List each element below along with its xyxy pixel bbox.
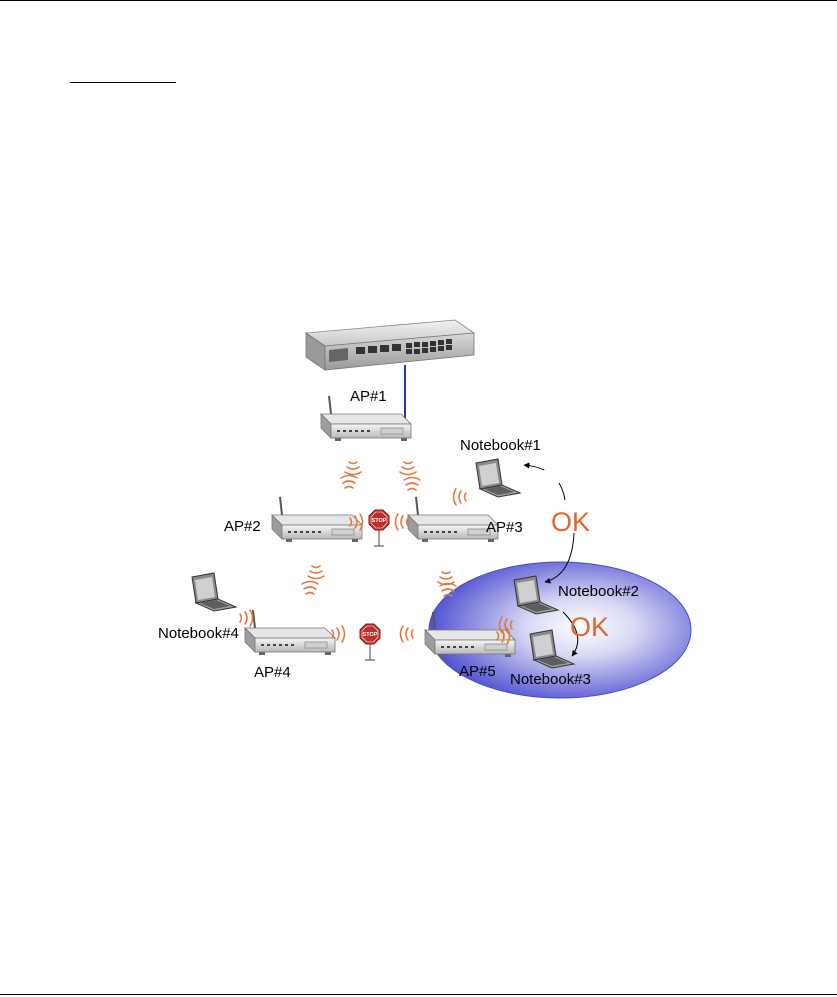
label-notebook3: Notebook#3 bbox=[510, 671, 591, 688]
router-icon bbox=[245, 610, 335, 655]
stop-sign-icon: STOP bbox=[369, 510, 389, 546]
stop-sign-icon: STOP bbox=[360, 624, 380, 660]
laptop-icon bbox=[192, 573, 236, 611]
ok-label-upper: OK bbox=[551, 507, 590, 537]
ok-label-lower: OK bbox=[570, 612, 609, 642]
label-notebook2: Notebook#2 bbox=[558, 583, 639, 600]
label-notebook1: Notebook#1 bbox=[460, 437, 541, 454]
bottom-rule bbox=[0, 994, 837, 995]
network-switch-icon bbox=[306, 320, 474, 370]
link-arrow bbox=[524, 465, 565, 500]
label-ap1: AP#1 bbox=[350, 388, 387, 405]
label-ap2: AP#2 bbox=[224, 518, 261, 535]
svg-text:STOP: STOP bbox=[372, 518, 387, 524]
label-notebook4: Notebook#4 bbox=[158, 625, 239, 642]
svg-text:STOP: STOP bbox=[363, 632, 378, 638]
label-ap3: AP#3 bbox=[486, 519, 523, 536]
label-ap5: AP#5 bbox=[459, 663, 496, 680]
router-icon bbox=[272, 497, 362, 542]
router-icon bbox=[408, 497, 498, 542]
label-ap4: AP#4 bbox=[254, 664, 291, 681]
laptop-icon bbox=[476, 459, 520, 497]
